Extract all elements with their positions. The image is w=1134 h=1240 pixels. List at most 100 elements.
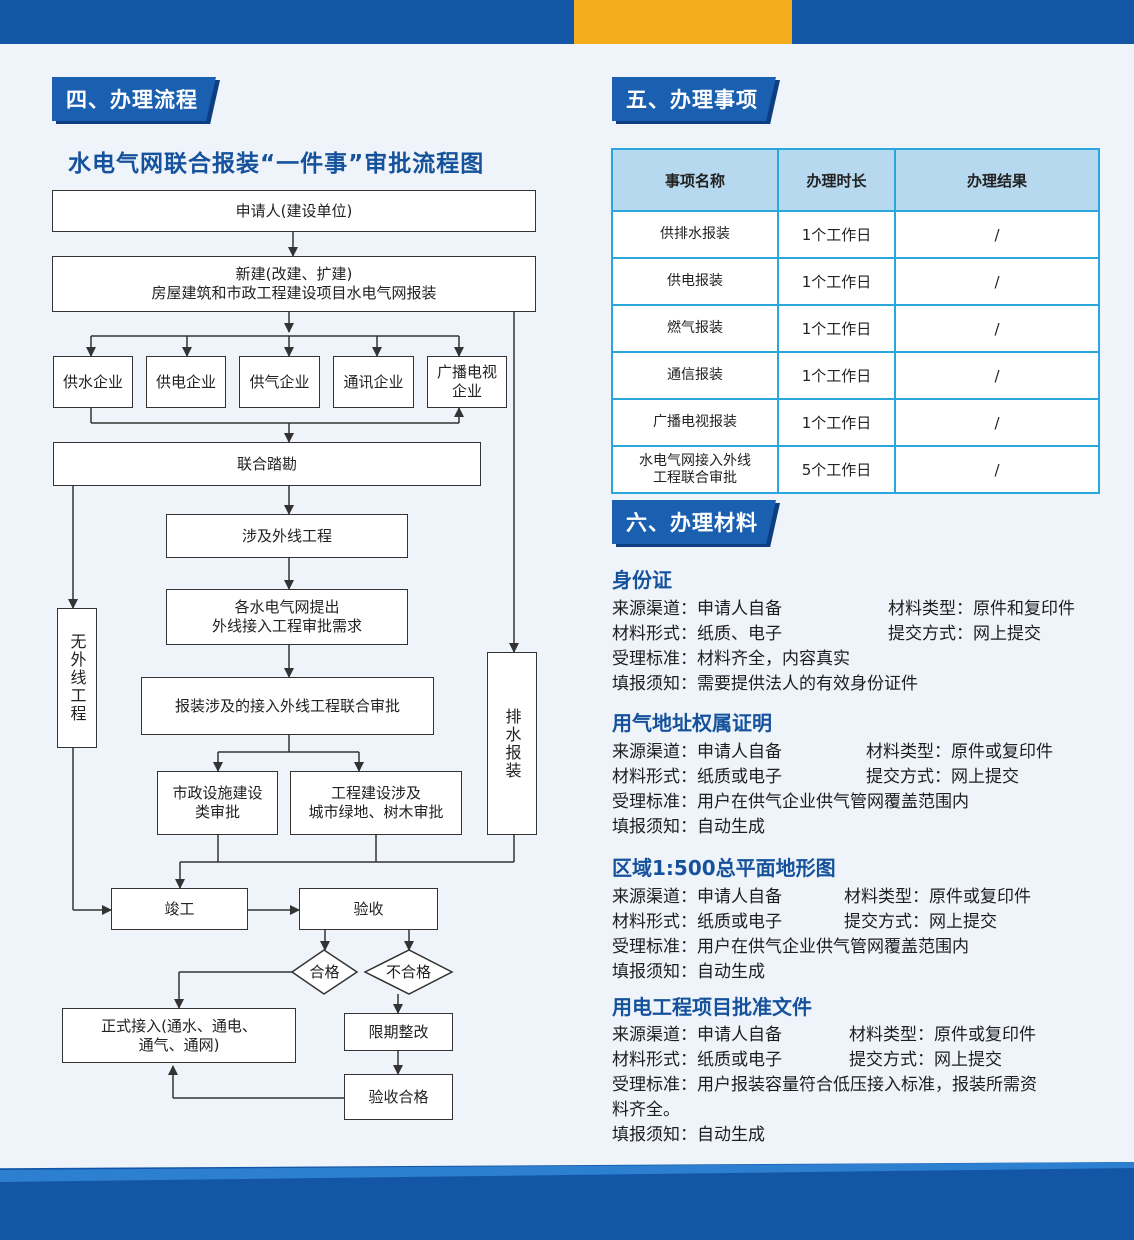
flow-request-line2: 外线接入工程审批需求: [211, 617, 362, 635]
material-title-id-card: 身份证: [612, 568, 672, 592]
flow-power-company: 供电企业: [146, 356, 226, 408]
flow-telecom-company: 通讯企业: [333, 356, 414, 408]
top-banner: [0, 0, 1134, 44]
flow-gas-company: 供气企业: [239, 356, 320, 408]
section-title-materials: 六、办理材料: [612, 500, 776, 544]
flow-project-line2: 房屋建筑和市政工程建设项目水电气网报装: [151, 284, 437, 302]
material-notice: 填报须知：自动生成: [612, 1125, 765, 1145]
material-standard: 受理标准：用户在供气企业供气管网覆盖范围内: [612, 937, 969, 957]
table-row: 广播电视报装 1个工作日 /: [611, 398, 1100, 447]
flow-tv-company: 广播电视 企业: [427, 356, 507, 408]
material-type: 材料类型：原件和复印件: [888, 599, 1075, 619]
material-source: 来源渠道：申请人自备: [612, 742, 782, 762]
flow-acceptance: 验收: [299, 888, 438, 930]
material-source: 来源渠道：申请人自备: [612, 887, 782, 907]
top-banner-accent: [574, 0, 792, 44]
material-form: 材料形式：纸质或电子: [612, 912, 782, 932]
flow-tv-line2: 企业: [451, 382, 482, 400]
material-source: 来源渠道：申请人自备: [612, 1025, 782, 1045]
flow-drainage: 排水报装: [487, 652, 537, 835]
table-header-row: 事项名称 办理时长 办理结果: [611, 148, 1100, 212]
table-cell-name-line2: 工程联合审批: [653, 469, 737, 486]
flow-municipal-review: 市政设施建设 类审批: [157, 771, 278, 835]
material-standard: 受理标准：材料齐全，内容真实: [612, 649, 850, 669]
flow-project-line1: 新建(改建、扩建): [235, 265, 353, 283]
table-cell-time: 1个工作日: [777, 257, 896, 306]
flow-municipal-line1: 市政设施建设: [172, 784, 263, 802]
flow-formal-line2: 通气、通网): [138, 1035, 220, 1054]
material-notice: 填报须知：需要提供法人的有效身份证件: [612, 674, 918, 694]
material-source: 来源渠道：申请人自备: [612, 599, 782, 619]
table-row: 通信报装 1个工作日 /: [611, 351, 1100, 400]
table-cell-result: /: [894, 210, 1100, 259]
material-submit: 提交方式：网上提交: [888, 624, 1041, 644]
table-header-result: 办理结果: [894, 148, 1100, 212]
flow-rectify: 限期整改: [344, 1013, 453, 1051]
flow-project: 新建(改建、扩建) 房屋建筑和市政工程建设项目水电气网报装: [52, 256, 536, 312]
material-submit: 提交方式：网上提交: [844, 912, 997, 932]
flow-completion: 竣工: [111, 888, 248, 930]
table-cell-result: /: [894, 304, 1100, 353]
items-table: 事项名称 办理时长 办理结果 供排水报装 1个工作日 / 供电报装 1个工作日 …: [611, 148, 1100, 494]
table-cell-name: 通信报装: [611, 351, 779, 400]
table-cell-time: 1个工作日: [777, 351, 896, 400]
material-type: 材料类型：原件或复印件: [866, 742, 1053, 762]
table-row: 水电气网接入外线 工程联合审批 5个工作日 /: [611, 445, 1100, 494]
material-notice: 填报须知：自动生成: [612, 962, 765, 982]
table-cell-name: 广播电视报装: [611, 398, 779, 447]
table-cell-name-line1: 水电气网接入外线: [639, 452, 751, 469]
flow-green-line1: 工程建设涉及: [330, 784, 421, 802]
material-title-site-map: 区域1:500总平面地形图: [612, 856, 836, 880]
table-cell-result: /: [894, 257, 1100, 306]
flow-tv-line1: 广播电视: [436, 363, 497, 381]
flow-green-line2: 城市绿地、树木审批: [308, 803, 444, 821]
flow-fail: 不合格: [385, 963, 431, 981]
table-cell-time: 1个工作日: [777, 398, 896, 447]
flow-request-line1: 各水电气网提出: [234, 598, 340, 616]
table-row: 燃气报装 1个工作日 /: [611, 304, 1100, 353]
material-submit: 提交方式：网上提交: [849, 1050, 1002, 1070]
material-notice: 填报须知：自动生成: [612, 817, 765, 837]
table-cell-name: 供排水报装: [611, 210, 779, 259]
table-row: 供排水报装 1个工作日 /: [611, 210, 1100, 259]
material-standard-cont: 料齐全。: [612, 1100, 680, 1120]
flow-joint-review: 报装涉及的接入外线工程联合审批: [141, 677, 434, 735]
table-header-time: 办理时长: [777, 148, 896, 212]
table-cell-time: 5个工作日: [777, 445, 896, 494]
flow-formal-line1: 正式接入(通水、通电、: [101, 1016, 257, 1035]
material-form: 材料形式：纸质或电子: [612, 767, 782, 787]
material-submit: 提交方式：网上提交: [866, 767, 1019, 787]
material-type: 材料类型：原件或复印件: [844, 887, 1031, 907]
material-standard: 受理标准：用户报装容量符合低压接入标准，报装所需资: [612, 1075, 1037, 1095]
material-standard: 受理标准：用户在供气企业供气管网覆盖范围内: [612, 792, 969, 812]
table-cell-name: 水电气网接入外线 工程联合审批: [611, 445, 779, 494]
table-cell-name: 供电报装: [611, 257, 779, 306]
flow-applicant: 申请人(建设单位): [52, 190, 536, 232]
material-form: 材料形式：纸质或电子: [612, 1050, 782, 1070]
material-form: 材料形式：纸质、电子: [612, 624, 782, 644]
table-cell-name: 燃气报装: [611, 304, 779, 353]
flow-pass: 合格: [309, 963, 340, 981]
table-cell-time: 1个工作日: [777, 304, 896, 353]
flow-green-review: 工程建设涉及 城市绿地、树木审批: [290, 771, 462, 835]
table-cell-time: 1个工作日: [777, 210, 896, 259]
flow-acceptance-passed: 验收合格: [344, 1074, 453, 1120]
material-title-power-approval: 用电工程项目批准文件: [612, 995, 812, 1019]
section-title-items: 五、办理事项: [612, 77, 776, 121]
table-cell-result: /: [894, 398, 1100, 447]
flow-request: 各水电气网提出 外线接入工程审批需求: [166, 589, 408, 645]
flow-formal-connection: 正式接入(通水、通电、 通气、通网): [62, 1008, 296, 1063]
flow-joint-survey: 联合踏勘: [53, 442, 481, 486]
flow-water-company: 供水企业: [53, 356, 133, 408]
flowchart-title: 水电气网联合报装“一件事”审批流程图: [68, 151, 485, 177]
flow-no-external: 无外线工程: [57, 608, 97, 748]
flow-municipal-line2: 类审批: [194, 803, 240, 821]
table-row: 供电报装 1个工作日 /: [611, 257, 1100, 306]
table-cell-result: /: [894, 351, 1100, 400]
table-cell-result: /: [894, 445, 1100, 494]
section-title-flow: 四、办理流程: [52, 77, 216, 121]
material-title-gas-address: 用气地址权属证明: [612, 711, 772, 735]
flow-external-project: 涉及外线工程: [166, 514, 408, 558]
table-header-name: 事项名称: [611, 148, 779, 212]
